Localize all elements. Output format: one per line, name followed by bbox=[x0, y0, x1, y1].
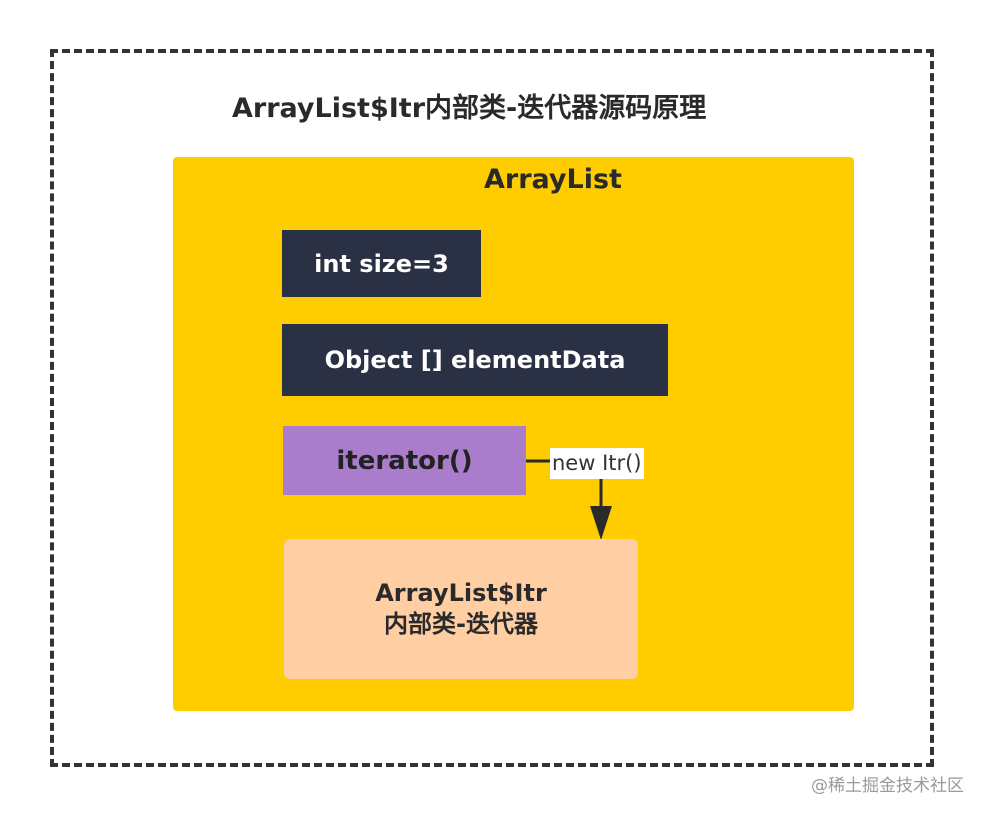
inner-class-description: 内部类-迭代器 bbox=[384, 610, 538, 638]
outer-frame bbox=[50, 49, 934, 767]
inner-class-name: ArrayList$Itr bbox=[375, 579, 547, 607]
arraylist-container-label: ArrayList bbox=[484, 164, 622, 195]
diagram-title: ArrayList$Itr内部类-迭代器源码原理 bbox=[232, 93, 707, 124]
inner-class-box: ArrayList$Itr 内部类-迭代器 bbox=[284, 539, 638, 679]
element-data-field-box: Object [] elementData bbox=[282, 324, 668, 396]
watermark: @稀土掘金技术社区 bbox=[811, 776, 964, 796]
iterator-method-box: iterator() bbox=[283, 426, 526, 495]
edge-label: new Itr() bbox=[550, 448, 644, 479]
size-field-box: int size=3 bbox=[282, 230, 481, 297]
